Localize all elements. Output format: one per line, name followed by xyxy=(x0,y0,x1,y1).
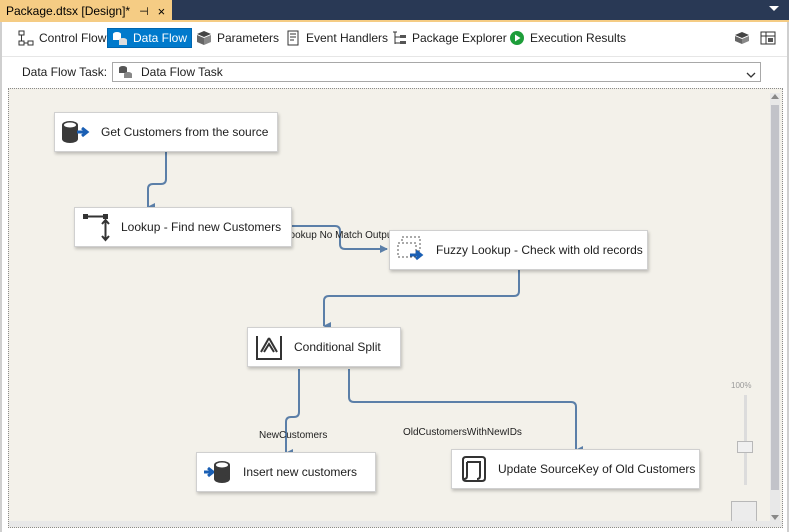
data-flow-task-row: Data Flow Task: Data Flow Task xyxy=(2,56,787,86)
component-conditional-split[interactable]: Conditional Split xyxy=(247,327,401,367)
pin-icon[interactable]: ⊣ xyxy=(139,5,149,18)
scroll-up-icon[interactable] xyxy=(771,94,779,99)
tab-execution-results[interactable]: Execution Results xyxy=(505,28,630,48)
tab-execution-results-label: Execution Results xyxy=(530,31,627,45)
toolbar-right xyxy=(734,29,776,47)
path-split-to-update xyxy=(348,369,583,454)
ole-db-destination-icon xyxy=(203,457,233,487)
parameters-icon xyxy=(196,30,212,46)
component-fuzzy-lookup[interactable]: Fuzzy Lookup - Check with old records xyxy=(389,230,648,270)
zoom-control: 100% xyxy=(727,381,767,531)
variables-icon[interactable] xyxy=(734,30,750,46)
zoom-slider-track[interactable] xyxy=(744,395,747,485)
chevron-down-icon[interactable] xyxy=(746,69,756,78)
tab-data-flow-label: Data Flow xyxy=(133,31,188,45)
canvas-horizontal-scrollbar[interactable] xyxy=(9,521,782,527)
component-label: Fuzzy Lookup - Check with old records xyxy=(436,243,643,257)
component-insert-new-customers[interactable]: Insert new customers xyxy=(196,452,376,492)
control-flow-icon xyxy=(18,30,34,46)
tab-parameters-label: Parameters xyxy=(217,31,280,45)
path-split-to-insert xyxy=(285,369,300,457)
component-update-sourcekey[interactable]: Update SourceKey of Old Customers xyxy=(451,449,700,489)
ole-db-command-icon xyxy=(458,454,488,484)
component-get-customers[interactable]: Get Customers from the source xyxy=(54,112,278,152)
tab-event-handlers[interactable]: Event Handlers xyxy=(281,28,392,48)
scroll-down-icon[interactable] xyxy=(771,515,779,520)
data-flow-canvas[interactable]: Lookup No Match Output NewCustomers OldC… xyxy=(8,88,783,528)
zoom-slider-handle[interactable] xyxy=(737,441,753,453)
path-label-new-customers[interactable]: NewCustomers xyxy=(259,430,328,441)
data-flow-task-value: Data Flow Task xyxy=(141,65,223,79)
canvas-vertical-scrollbar[interactable] xyxy=(770,93,780,521)
close-icon[interactable]: × xyxy=(157,3,166,19)
component-label: Update SourceKey of Old Customers xyxy=(498,462,696,476)
data-flow-paths xyxy=(147,152,583,457)
tab-data-flow[interactable]: Data Flow xyxy=(107,28,193,48)
data-flow-icon xyxy=(112,30,128,46)
document-tab-title: Package.dtsx [Design]* xyxy=(6,4,131,18)
path-source-to-lookup xyxy=(147,152,167,211)
designer-tab-bar: Control Flow Data Flow Parameters Event … xyxy=(2,22,787,54)
tab-control-flow[interactable]: Control Flow xyxy=(14,28,110,48)
path-lookup-to-fuzzy xyxy=(291,225,388,253)
path-fuzzy-to-split xyxy=(323,269,520,330)
conditional-split-icon xyxy=(254,332,284,362)
component-label: Insert new customers xyxy=(243,465,358,479)
document-tab-strip: Package.dtsx [Design]* ⊣ × xyxy=(0,0,789,22)
execution-results-icon xyxy=(509,30,525,46)
tab-list-dropdown-icon[interactable] xyxy=(769,6,779,11)
data-flow-task-label: Data Flow Task: xyxy=(22,65,108,79)
component-label: Get Customers from the source xyxy=(101,125,269,139)
data-flow-task-select[interactable]: Data Flow Task xyxy=(112,62,761,82)
data-flow-task-icon xyxy=(117,64,133,80)
tab-package-explorer-label: Package Explorer xyxy=(412,31,507,45)
component-lookup-new-customers[interactable]: Lookup - Find new Customers xyxy=(74,207,292,247)
fuzzy-lookup-icon xyxy=(396,235,426,265)
path-label-lookup-no-match[interactable]: Lookup No Match Output xyxy=(284,230,396,241)
tab-control-flow-label: Control Flow xyxy=(39,31,107,45)
package-designer: Control Flow Data Flow Parameters Event … xyxy=(0,22,789,532)
event-handlers-icon xyxy=(285,30,301,46)
component-label: Conditional Split xyxy=(294,340,381,354)
path-label-old-customers[interactable]: OldCustomersWithNewIDs xyxy=(403,427,522,438)
document-tab-package[interactable]: Package.dtsx [Design]* ⊣ × xyxy=(0,0,172,22)
lookup-icon xyxy=(81,212,111,242)
scrollbar-thumb[interactable] xyxy=(771,105,779,490)
zoom-percent: 100% xyxy=(731,381,752,390)
component-label: Lookup - Find new Customers xyxy=(121,220,282,234)
tab-parameters[interactable]: Parameters xyxy=(192,28,283,48)
tab-event-handlers-label: Event Handlers xyxy=(306,31,389,45)
ole-db-source-icon xyxy=(61,117,91,147)
toolbox-icon[interactable] xyxy=(760,30,776,46)
package-explorer-icon xyxy=(391,30,407,46)
tab-package-explorer[interactable]: Package Explorer xyxy=(387,28,511,48)
